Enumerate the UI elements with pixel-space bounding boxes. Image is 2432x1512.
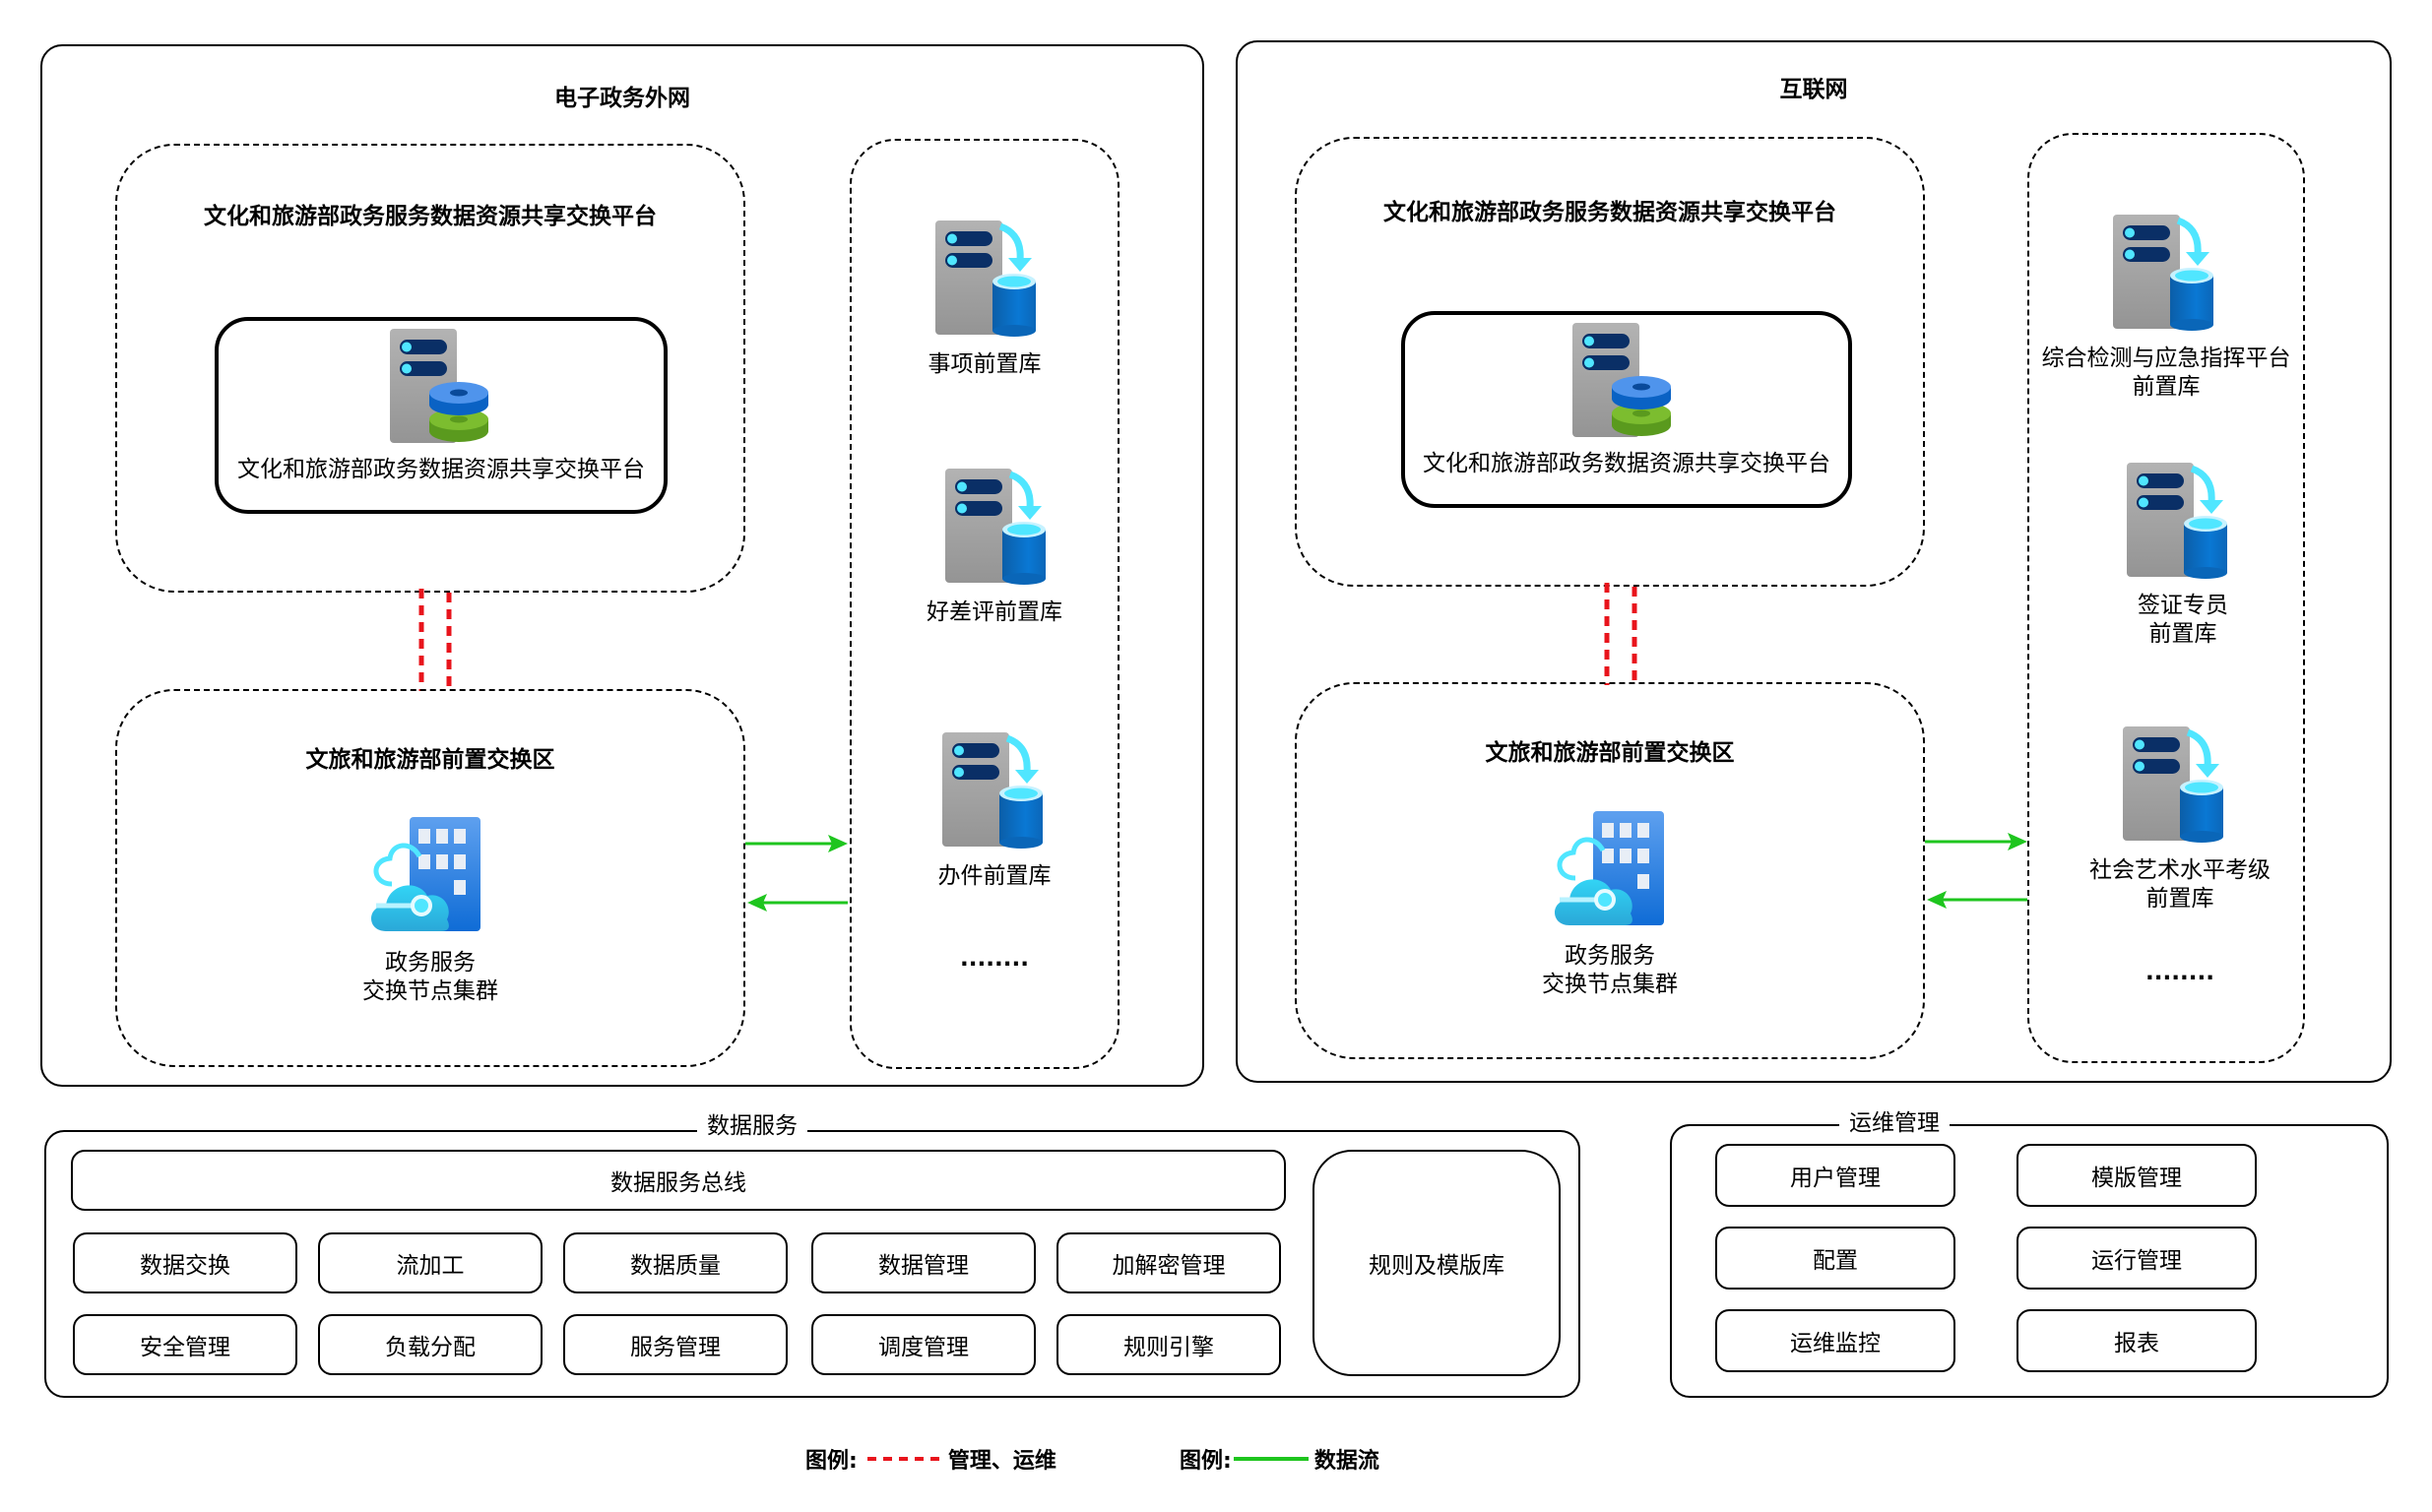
extranet-front-db-column [850, 139, 1120, 1069]
cloud-building-icon[interactable] [1546, 809, 1664, 927]
extranet-exchange-node-label: 政务服务 交换节点集群 [115, 949, 745, 1006]
internet-title: 互联网 [1779, 77, 1848, 102]
legend-mgmt: 图例: 管理、运维 [805, 1443, 1056, 1475]
service-item[interactable]: 数据质量 [563, 1232, 788, 1293]
extranet-panel: 电子政务外网 [40, 44, 1204, 1087]
front-db-label: 社会艺术水平考级 前置库 [2041, 856, 2319, 914]
service-item[interactable]: 规则引擎 [1056, 1314, 1281, 1375]
server-database-icon[interactable] [945, 469, 1048, 585]
ops-item[interactable]: 配置 [1715, 1227, 1955, 1290]
internet-platform-zone: 文化和旅游部政务服务数据资源共享交换平台 [1295, 137, 1925, 587]
ops-group [1670, 1124, 2389, 1398]
internet-front-db-column [2027, 133, 2305, 1063]
service-item[interactable]: 负载分配 [318, 1314, 543, 1375]
service-item[interactable]: 调度管理 [811, 1314, 1036, 1375]
label-line: 签证专员 [2138, 593, 2228, 618]
label-line: 政务服务 [385, 950, 476, 976]
extranet-platform-zone: 文化和旅游部政务服务数据资源共享交换平台 [115, 144, 745, 593]
internet-exchange-node-label: 政务服务 交换节点集群 [1295, 942, 1925, 999]
server-database-icon[interactable] [935, 220, 1038, 337]
front-db-label: 签证专员 前置库 [2044, 592, 2322, 649]
front-db-label: 综合检测与应急指挥平台 前置库 [2027, 345, 2305, 402]
label-line: 综合检测与应急指挥平台 [2041, 346, 2291, 371]
ops-title: 运维管理 [1839, 1109, 1950, 1137]
data-service-title: 数据服务 [697, 1112, 807, 1140]
server-database-icon[interactable] [942, 732, 1045, 849]
internet-exchange-zone-title: 文旅和旅游部前置交换区 [1485, 740, 1735, 766]
server-with-data-discs-icon [1561, 323, 1671, 439]
service-item[interactable]: 加解密管理 [1056, 1232, 1281, 1293]
more-ellipsis: ........ [960, 946, 1029, 972]
internet-exchange-zone: 文旅和旅游部前置交换区 [1295, 682, 1925, 1059]
label-line: 前置库 [2145, 886, 2214, 912]
front-db-label: 事项前置库 [928, 351, 1042, 377]
server-database-icon[interactable] [2127, 463, 2229, 579]
ops-item[interactable]: 运行管理 [2016, 1227, 2257, 1290]
extranet-title: 电子政务外网 [554, 86, 690, 111]
service-item[interactable]: 服务管理 [563, 1314, 788, 1375]
server-database-icon[interactable] [2123, 726, 2225, 843]
label-line: 政务服务 [1565, 943, 1655, 969]
data-flow-arrows-internet [1925, 833, 2027, 909]
label-line: 前置库 [2132, 374, 2201, 400]
front-db-label: 好差评前置库 [927, 599, 1062, 625]
legend-flow: 图例: 数据流 [1180, 1443, 1379, 1475]
label-line: 交换节点集群 [362, 978, 498, 1004]
extranet-platform-zone-title: 文化和旅游部政务服务数据资源共享交换平台 [204, 204, 657, 229]
extranet-exchange-zone-title: 文旅和旅游部前置交换区 [305, 747, 555, 773]
ops-item[interactable]: 运维监控 [1715, 1309, 1955, 1372]
label-line: 交换节点集群 [1542, 972, 1678, 997]
ops-item[interactable]: 模版管理 [2016, 1144, 2257, 1207]
internet-platform-zone-title: 文化和旅游部政务服务数据资源共享交换平台 [1383, 200, 1836, 225]
green-solid-line-icon [1233, 1457, 1309, 1461]
red-dashed-line-icon [866, 1457, 942, 1461]
internet-platform-node-label: 文化和旅游部政务数据资源共享交换平台 [1423, 451, 1830, 476]
label-line: 社会艺术水平考级 [2089, 857, 2271, 883]
legend-prefix: 图例: [1180, 1449, 1232, 1474]
front-db-label: 办件前置库 [937, 863, 1052, 889]
internet-platform-node[interactable] [1401, 311, 1852, 508]
data-flow-arrows-extranet [745, 835, 848, 912]
data-service-group [44, 1130, 1580, 1398]
extranet-exchange-zone: 文旅和旅游部前置交换区 [115, 689, 745, 1067]
legend-flow-label: 数据流 [1313, 1449, 1379, 1474]
service-item[interactable]: 数据交换 [73, 1232, 297, 1293]
more-ellipsis: ........ [2145, 960, 2214, 985]
label-line: 前置库 [2148, 621, 2217, 647]
extranet-platform-node-label: 文化和旅游部政务数据资源共享交换平台 [237, 457, 645, 482]
server-database-icon[interactable] [2113, 215, 2215, 331]
mgmt-link-internet [1604, 583, 1637, 685]
service-item[interactable]: 流加工 [318, 1232, 543, 1293]
legend-prefix: 图例: [805, 1449, 858, 1474]
cloud-building-icon[interactable] [362, 815, 480, 933]
ops-item[interactable]: 报表 [2016, 1309, 2257, 1372]
legend-mgmt-label: 管理、运维 [947, 1449, 1056, 1474]
internet-panel: 互联网 [1236, 40, 2392, 1083]
ops-item[interactable]: 用户管理 [1715, 1144, 1955, 1207]
mgmt-link-extranet [418, 589, 452, 691]
extranet-platform-node[interactable] [215, 317, 668, 514]
server-with-data-discs-icon [378, 329, 488, 445]
service-item[interactable]: 数据管理 [811, 1232, 1036, 1293]
data-service-bus[interactable]: 数据服务总线 [71, 1150, 1286, 1211]
service-item[interactable]: 安全管理 [73, 1314, 297, 1375]
rules-template-repo[interactable]: 规则及模版库 [1312, 1150, 1561, 1376]
